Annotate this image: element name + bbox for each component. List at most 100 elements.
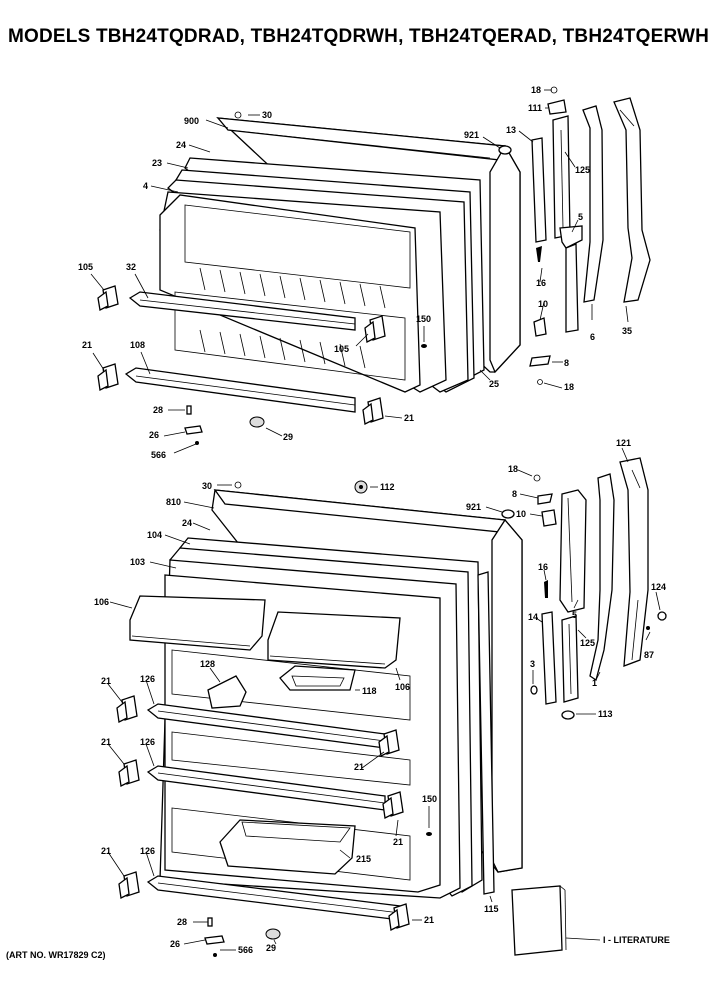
label-566-lower: 566	[238, 945, 253, 955]
label-1: 1	[592, 678, 597, 688]
bracket-128	[207, 675, 247, 709]
part-3	[530, 685, 538, 695]
bracket-21-right-c	[388, 903, 410, 931]
label-900: 900	[184, 116, 199, 126]
label-13: 13	[506, 125, 516, 135]
freezer-door-assembly	[97, 111, 521, 445]
label-105: 105	[78, 262, 93, 272]
fresh-food-door-assembly	[116, 480, 523, 957]
handle-125-top	[552, 115, 571, 239]
label-16: 16	[536, 278, 546, 288]
label-128: 128	[200, 659, 215, 669]
label-3: 3	[530, 659, 535, 669]
bracket-21-right	[362, 397, 384, 425]
label-28-lower: 28	[177, 917, 187, 927]
label-28: 28	[153, 405, 163, 415]
part-124	[657, 611, 667, 621]
art-number: (ART NO. WR17829 C2)	[6, 950, 106, 960]
label-87: 87	[644, 650, 654, 660]
label-566: 566	[151, 450, 166, 460]
trim-115	[477, 571, 495, 895]
label-113: 113	[598, 709, 613, 719]
label-5-lower: 5	[572, 610, 577, 620]
label-10-lower: 10	[516, 509, 526, 519]
label-5: 5	[578, 212, 583, 222]
screw-30-lower	[234, 481, 242, 489]
label-111: 111	[528, 103, 542, 113]
label-21-right: 21	[404, 413, 414, 423]
label-21-lower-c: 21	[101, 846, 111, 856]
part-8-top	[529, 355, 551, 367]
part-10-lower	[541, 509, 557, 527]
part-566-lower	[213, 953, 217, 957]
screw-16-top	[536, 246, 542, 262]
label-29: 29	[283, 432, 293, 442]
label-108: 108	[130, 340, 145, 350]
part-10-top	[533, 317, 547, 337]
part-28-lower	[207, 917, 213, 927]
label-121: 121	[616, 438, 631, 448]
label-21-lower-b: 21	[101, 737, 111, 747]
label-35: 35	[622, 326, 632, 336]
bracket-21-lower-b	[118, 759, 140, 787]
handle-35	[613, 97, 651, 303]
label-150: 150	[416, 314, 431, 324]
bracket-21-left	[97, 363, 119, 391]
label-21-mid: 21	[354, 762, 364, 772]
label-32: 32	[126, 262, 136, 272]
label-21-lower-a: 21	[101, 676, 111, 686]
label-25: 25	[489, 379, 499, 389]
handle-121	[619, 457, 649, 667]
literature-booklet	[511, 885, 563, 956]
label-112: 112	[380, 482, 395, 492]
handle-1	[589, 473, 615, 682]
label-24-lower: 24	[182, 518, 192, 528]
bracket-105-left	[97, 285, 119, 311]
label-118: 118	[362, 686, 377, 696]
trim-14	[541, 611, 557, 705]
bracket-105-right	[364, 315, 386, 343]
label-810: 810	[166, 497, 181, 507]
label-8-lower: 8	[512, 489, 517, 499]
label-6: 6	[590, 332, 595, 342]
part-26-clip	[184, 425, 203, 435]
label-115: 115	[484, 904, 499, 914]
hinge-5-lower	[559, 489, 587, 613]
screw-30-top	[234, 111, 242, 119]
plug-29-lower	[265, 928, 281, 940]
egg-tray-118	[279, 665, 356, 691]
label-26-lower: 26	[170, 939, 180, 949]
part-28-pin	[186, 405, 192, 415]
screw-18-lower-right	[533, 474, 541, 482]
part-111	[547, 99, 567, 115]
dairy-door-106-right	[267, 611, 401, 669]
label-215: 215	[356, 854, 371, 864]
screw-87	[646, 626, 650, 630]
label-4: 4	[143, 181, 148, 191]
part-8-lower	[537, 493, 553, 505]
screw-150-lower	[426, 832, 432, 836]
label-18-lower: 18	[564, 382, 574, 392]
label-21-right-lower: 21	[393, 837, 403, 847]
label-23: 23	[152, 158, 162, 168]
screw-16-lower	[544, 580, 548, 598]
plug-921-lower	[501, 509, 515, 519]
label-30-lower: 30	[202, 481, 212, 491]
label-8: 8	[564, 358, 569, 368]
label-30: 30	[262, 110, 272, 120]
handle-6	[582, 105, 604, 303]
label-29-lower: 29	[266, 943, 276, 953]
bracket-21-right-b	[382, 791, 404, 819]
part-150-screw	[421, 344, 427, 348]
label-126-c: 126	[140, 846, 155, 856]
label-921: 921	[464, 130, 479, 140]
label-921-lower: 921	[466, 502, 481, 512]
freezer-trim-parts	[529, 86, 651, 385]
bracket-21-right-a	[378, 729, 400, 757]
label-21: 21	[82, 340, 92, 350]
bracket-21-lower-c	[118, 871, 140, 899]
bracket-21-lower-a	[116, 695, 138, 723]
label-125-lower: 125	[580, 638, 595, 648]
bin-215	[219, 819, 356, 875]
